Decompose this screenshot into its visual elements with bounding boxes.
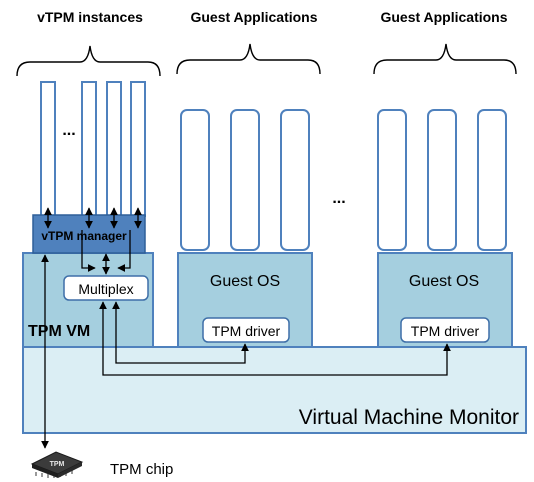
- vtpm-instance-column: [40, 81, 56, 217]
- brace-guest-apps-2: [373, 43, 517, 75]
- tpm-driver-2-label: TPM driver: [411, 323, 480, 339]
- multiplex-label: Multiplex: [78, 281, 133, 297]
- vmm-box: [22, 346, 527, 434]
- multiplex-driver-arrows: [99, 301, 451, 376]
- guest-os-1-label: Guest OS: [210, 273, 280, 290]
- between-vms-ellipsis: ...: [332, 190, 345, 207]
- tpm-vm-label: TPM VM: [28, 323, 90, 340]
- vtpm-instance-column: [130, 81, 146, 217]
- multiplex-box: [63, 275, 149, 301]
- guest-app-column: [180, 109, 210, 251]
- header-vtpm-instances: vTPM instances: [37, 9, 143, 25]
- guest-os-2-label: Guest OS: [409, 273, 479, 290]
- instance-manager-arrows: [44, 207, 142, 229]
- header-guest-applications-1: Guest Applications: [190, 9, 317, 25]
- brace-guest-apps-1: [176, 43, 321, 75]
- guest-app-column: [427, 109, 457, 251]
- header-guest-applications-2: Guest Applications: [380, 9, 507, 25]
- vtpm-instances-ellipsis: ...: [62, 122, 75, 139]
- guest-app-column: [377, 109, 407, 251]
- tpm-chip-label: TPM chip: [110, 461, 173, 478]
- brace-vtpm-instances: [16, 45, 161, 77]
- vtpm-instance-column: [81, 81, 97, 217]
- manager-multiplex-arrows: [81, 230, 131, 275]
- guest-app-column: [230, 109, 260, 251]
- vmm-label: Virtual Machine Monitor: [299, 406, 519, 429]
- tpm-chip-icon: TPM: [30, 451, 84, 478]
- guest-app-column: [280, 109, 310, 251]
- vtpm-manager-label: vTPM manager: [41, 229, 127, 243]
- guest-app-column: [477, 109, 507, 251]
- vtpm-instance-column: [106, 81, 122, 217]
- tpm-chip-text: TPM: [50, 461, 65, 468]
- tpm-driver-1-label: TPM driver: [212, 323, 281, 339]
